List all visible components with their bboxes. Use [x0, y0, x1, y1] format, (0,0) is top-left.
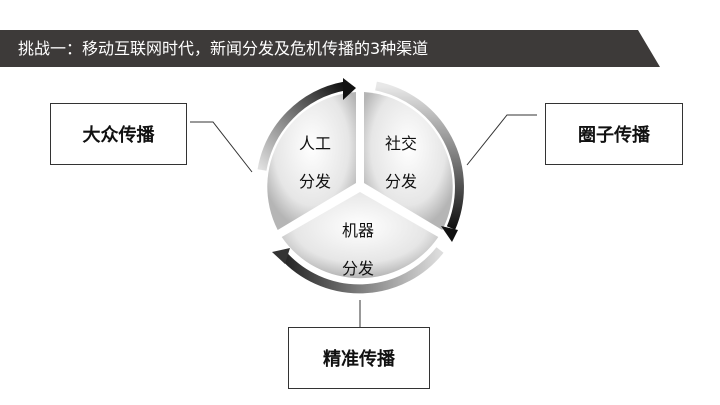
sector-machine	[281, 192, 439, 279]
ring-arrow-right	[375, 81, 464, 230]
segment-manual: 人工 分发	[285, 125, 345, 201]
sector-social	[364, 92, 453, 230]
title-banner: 挑战一：移动互联网时代，新闻分发及危机传播的3种渠道	[0, 30, 660, 67]
arrow-head-top-icon	[343, 78, 356, 100]
arrow-head-bottom-icon	[272, 248, 290, 264]
connector-left	[190, 121, 253, 173]
channel-mass: 大众传播	[50, 103, 187, 165]
segment-label: 分发	[384, 172, 417, 191]
segment-label: 分发	[341, 259, 374, 278]
connector-right	[466, 114, 537, 166]
ring-arrow-top	[257, 81, 346, 171]
segment-label: 社交	[384, 134, 417, 153]
ring-arrow-bottom	[279, 247, 444, 294]
sector-manual	[267, 92, 356, 230]
segment-machine: 机器 分发	[328, 212, 388, 288]
segment-label: 机器	[341, 221, 374, 240]
channel-circle: 圈子传播	[545, 103, 683, 165]
slide-title: 挑战一：移动互联网时代，新闻分发及危机传播的3种渠道	[18, 39, 429, 58]
arrow-head-right-icon	[441, 226, 458, 242]
segment-label: 人工	[298, 134, 331, 153]
channel-precise: 精准传播	[288, 327, 430, 389]
segment-social: 社交 分发	[371, 125, 431, 201]
segment-label: 分发	[298, 172, 331, 191]
